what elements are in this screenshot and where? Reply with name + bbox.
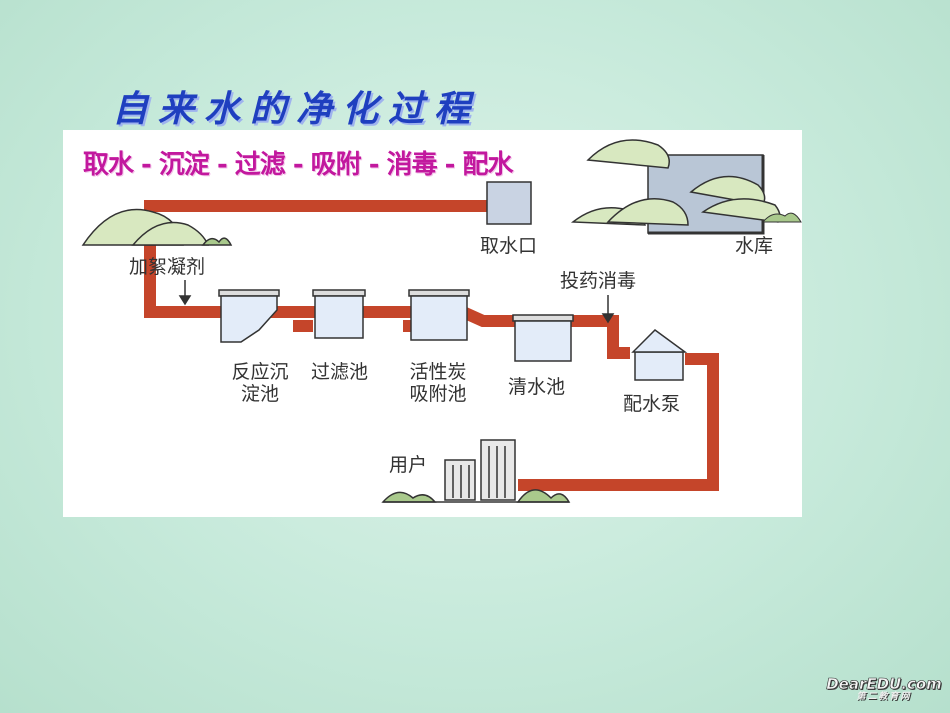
label-coagulant: 加絮凝剂 xyxy=(129,256,206,278)
label-user: 用户 xyxy=(389,454,428,476)
label-intake: 取水口 xyxy=(480,235,538,257)
watermark-brand: DearEDU.com xyxy=(826,675,942,693)
label-sedimentation: 反应沉淀池 xyxy=(231,361,289,405)
purification-diagram: 取水 - 沉淀 - 过滤 - 吸附 - 消毒 - 配水 取水口 水库 加絮凝剂 … xyxy=(63,130,802,517)
reservoir xyxy=(570,139,802,235)
intake-box xyxy=(486,181,532,225)
coagulant-arrow xyxy=(178,280,192,306)
filter-tank xyxy=(312,289,366,339)
water-pipe xyxy=(144,200,719,491)
sedimentation-tank xyxy=(218,289,280,343)
hill-left xyxy=(81,208,233,246)
diagram-canvas xyxy=(81,139,802,503)
user-buildings xyxy=(381,439,571,503)
label-clear: 清水池 xyxy=(508,376,566,398)
label-carbon: 活性炭吸附池 xyxy=(409,361,467,405)
label-disinfect: 投药消毒 xyxy=(560,270,637,292)
clear-water-tank xyxy=(512,314,574,362)
label-pump: 配水泵 xyxy=(623,393,681,415)
pump-house xyxy=(631,329,688,381)
disinfect-arrow xyxy=(601,295,615,324)
watermark-logo: DearEDU.com 第二教育网 xyxy=(826,676,942,706)
watermark-sub: 第二教育网 xyxy=(856,692,912,702)
process-steps: 取水 - 沉淀 - 过滤 - 吸附 - 消毒 - 配水 xyxy=(83,150,513,180)
carbon-tank xyxy=(408,289,470,341)
page-title: 自来水的净化过程 xyxy=(112,88,481,130)
label-reservoir: 水库 xyxy=(735,235,774,257)
label-filter: 过滤池 xyxy=(311,361,369,383)
